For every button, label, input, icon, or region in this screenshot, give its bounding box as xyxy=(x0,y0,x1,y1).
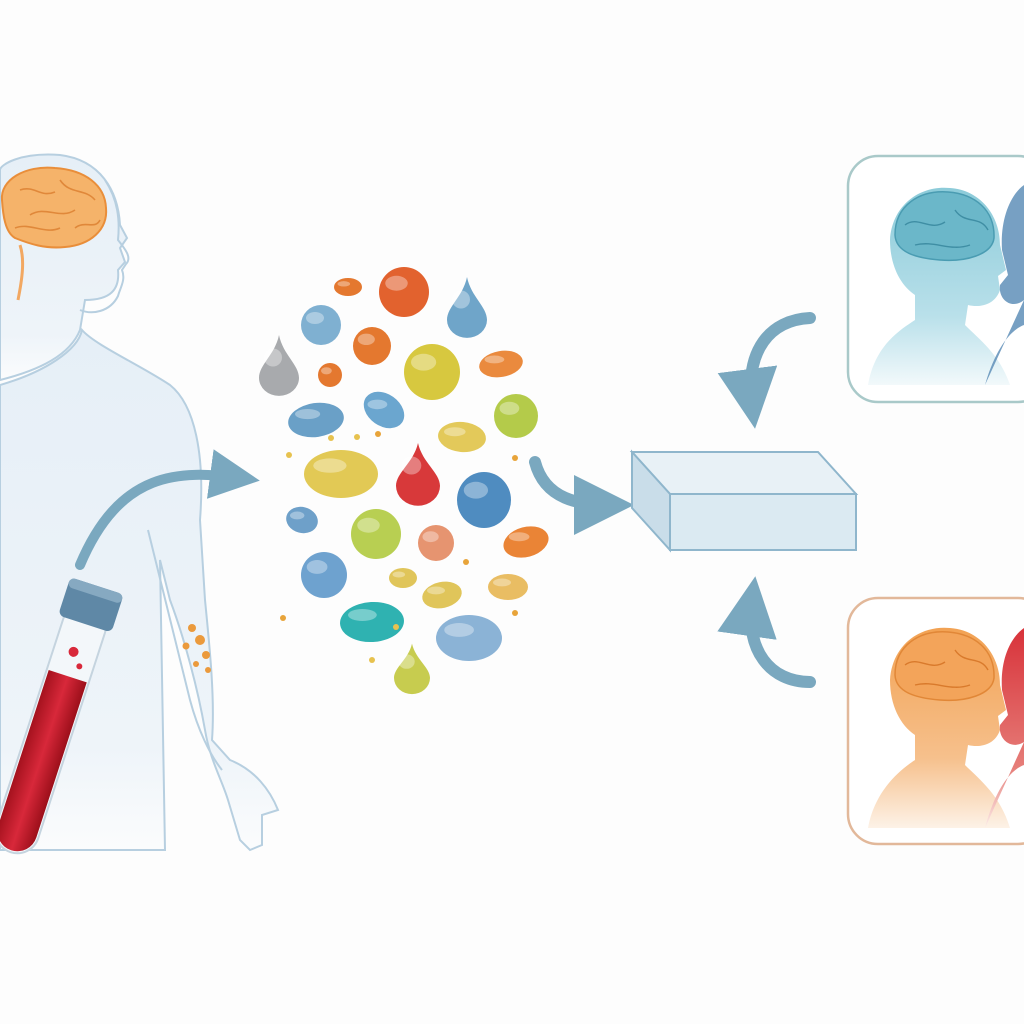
particle-circle xyxy=(457,472,511,528)
particle-highlight xyxy=(463,481,489,499)
particle-circle xyxy=(404,344,460,400)
particle-ellipse xyxy=(503,526,549,558)
particle-ellipse xyxy=(436,615,502,661)
particle-ellipse xyxy=(488,574,528,600)
particle-highlight xyxy=(306,560,328,574)
box-side xyxy=(631,449,671,553)
box-front xyxy=(669,493,857,551)
panel-blue xyxy=(846,154,1024,404)
particle-highlight xyxy=(401,456,422,475)
particle-dot xyxy=(512,610,518,616)
particle-circle xyxy=(353,327,391,365)
particle-dot xyxy=(375,431,381,437)
particle-highlight xyxy=(508,532,530,542)
particle-drop xyxy=(447,277,487,338)
brain-icon xyxy=(894,191,995,262)
particle-circle xyxy=(494,394,538,438)
head-profile-icon xyxy=(985,628,1024,828)
particle-highlight xyxy=(313,458,347,473)
particle-highlight xyxy=(367,399,388,410)
skin-spots xyxy=(182,624,211,673)
particle-highlight xyxy=(427,586,445,595)
particle-circle xyxy=(418,525,454,561)
particle-circle xyxy=(379,267,429,317)
arrow-icon xyxy=(529,456,634,535)
particle-drop xyxy=(394,643,430,695)
particle-highlight xyxy=(452,290,470,309)
biomarker-particles-icon xyxy=(259,267,549,695)
particle-highlight xyxy=(398,654,415,669)
blood-sample-tube-icon xyxy=(0,578,123,855)
particle-highlight xyxy=(411,353,437,371)
particle-highlight xyxy=(493,578,511,587)
particle-dot xyxy=(463,559,469,565)
brain-icon xyxy=(894,631,995,702)
particle-highlight xyxy=(385,275,408,291)
particle-ellipse xyxy=(422,581,462,609)
arm-line xyxy=(147,529,223,771)
particle-highlight xyxy=(290,511,305,520)
analysis-box-icon xyxy=(629,449,859,553)
particle-highlight xyxy=(392,571,406,578)
particle-dot xyxy=(512,455,518,461)
particle-ellipse xyxy=(438,421,486,453)
particle-highlight xyxy=(444,427,466,437)
particle-highlight xyxy=(444,623,474,637)
particle-highlight xyxy=(295,408,321,420)
particle-drop xyxy=(396,443,440,506)
particle-ellipse xyxy=(340,601,404,643)
head-profile-icon xyxy=(985,185,1024,385)
particle-circle xyxy=(351,509,401,559)
particle-dot xyxy=(328,435,334,441)
particle-highlight xyxy=(357,333,375,346)
arrow-icon xyxy=(75,449,260,570)
arrow-icon xyxy=(717,576,816,688)
particle-dot xyxy=(369,657,375,663)
particle-highlight xyxy=(348,609,377,621)
particle-ellipse xyxy=(304,450,378,498)
particle-circle xyxy=(318,363,342,387)
particle-dot xyxy=(280,615,286,621)
particle-ellipse xyxy=(363,391,405,429)
particle-dot xyxy=(354,434,360,440)
arrow-icon xyxy=(717,312,816,429)
tube-blood xyxy=(0,670,87,852)
particle-ellipse xyxy=(479,350,523,378)
brain-icon xyxy=(0,166,108,301)
particle-dot xyxy=(286,452,292,458)
particle-ellipse xyxy=(288,402,344,438)
particle-ellipse xyxy=(286,506,318,534)
particle-highlight xyxy=(484,355,505,364)
particle-ellipse xyxy=(389,568,417,588)
particle-highlight xyxy=(306,312,324,324)
face-profile xyxy=(79,179,130,314)
panel-orange xyxy=(846,596,1024,846)
particle-highlight xyxy=(422,531,439,543)
particle-highlight xyxy=(264,348,282,367)
particle-circle xyxy=(301,305,341,345)
particle-highlight xyxy=(357,517,380,533)
particle-highlight xyxy=(321,367,332,375)
particle-circle xyxy=(301,552,347,598)
particle-highlight xyxy=(499,401,520,415)
particle-ellipse xyxy=(334,278,362,296)
particle-highlight xyxy=(337,281,351,287)
particle-dot xyxy=(393,624,399,630)
arrows xyxy=(75,312,816,688)
particle-drop xyxy=(259,335,299,396)
